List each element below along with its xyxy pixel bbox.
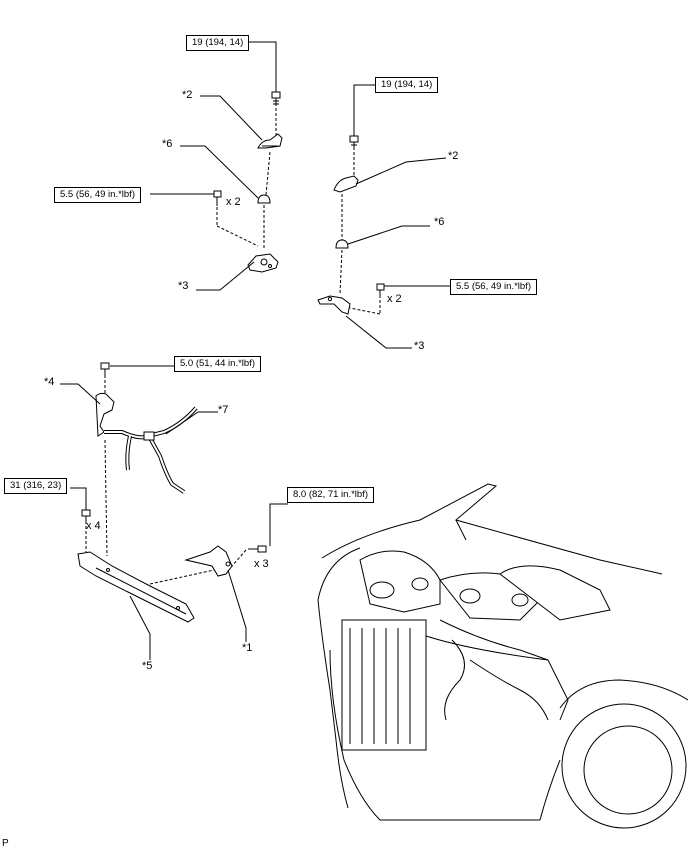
part-callout: *4 bbox=[44, 376, 55, 388]
part-callout: *7 bbox=[218, 404, 229, 416]
torque-spec-box: 5.5 (56, 49 in.*lbf) bbox=[450, 279, 537, 295]
part-callout: *2 bbox=[182, 89, 193, 101]
torque-spec-box: 19 (194, 14) bbox=[375, 77, 439, 93]
quantity-label: x 4 bbox=[86, 520, 101, 532]
part-callout: *3 bbox=[414, 340, 425, 352]
torque-spec-box: 5.0 (51, 44 in.*lbf) bbox=[174, 356, 261, 372]
part-callout: *3 bbox=[178, 280, 189, 292]
quantity-label: x 2 bbox=[387, 293, 402, 305]
part-callout: *5 bbox=[142, 660, 153, 672]
torque-spec-box: 31 (316, 23) bbox=[4, 478, 68, 494]
quantity-label: x 3 bbox=[254, 558, 269, 570]
quantity-label: x 2 bbox=[226, 196, 241, 208]
page-marker: P bbox=[2, 838, 9, 849]
part-callout: *6 bbox=[434, 216, 445, 228]
part-callout: *6 bbox=[162, 138, 173, 150]
part-callout: *2 bbox=[448, 150, 459, 162]
torque-spec-box: 5.5 (56, 49 in.*lbf) bbox=[54, 187, 141, 203]
torque-spec-box: 8.0 (82, 71 in.*lbf) bbox=[287, 487, 374, 503]
torque-spec-box: 19 (194, 14) bbox=[186, 35, 250, 51]
part-callout: *1 bbox=[242, 642, 253, 654]
